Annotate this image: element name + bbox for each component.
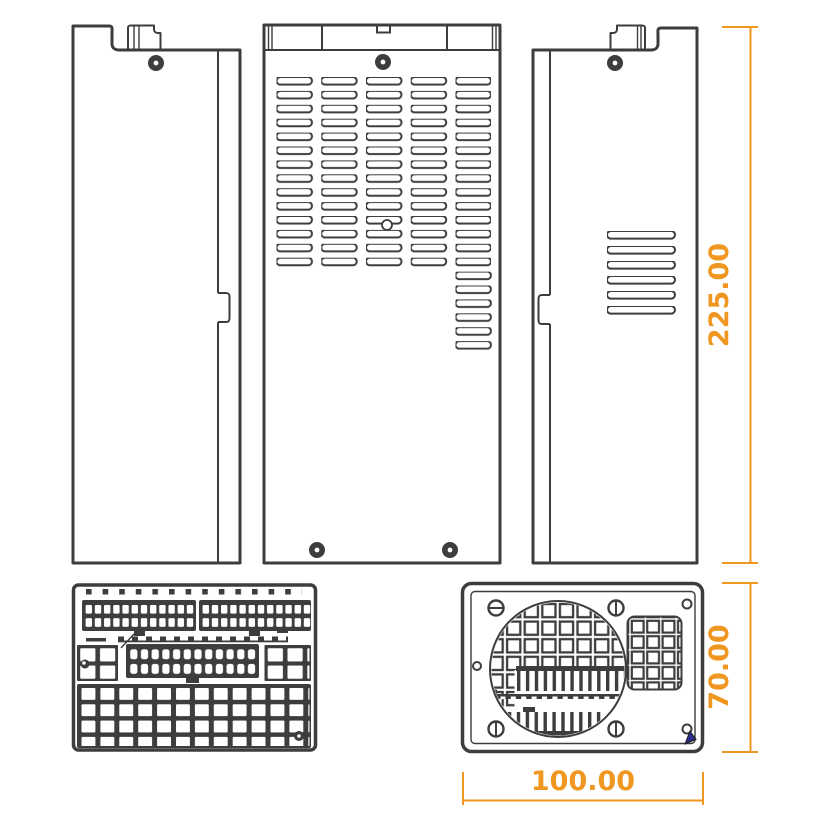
fan-opening	[489, 600, 627, 738]
dimension-height-label: 225.00	[704, 243, 735, 347]
modular-connector-right	[199, 600, 312, 631]
top-clip-tab	[127, 24, 162, 50]
clip-bump	[537, 294, 550, 325]
vent-slots	[607, 231, 677, 321]
vent-hole-grid-main	[77, 684, 311, 748]
dimension-depth-label: 70.00	[704, 624, 735, 709]
dimension-depth: 70.00	[704, 582, 758, 753]
fan-screw	[487, 599, 505, 617]
screw-hole	[607, 55, 623, 71]
vent-hole-grid-right	[264, 645, 311, 681]
tooling-hole	[381, 219, 393, 231]
top-notch	[376, 24, 391, 34]
view-fan-panel	[460, 581, 705, 754]
vent-hole-grid-left	[77, 645, 118, 681]
top-serration	[86, 589, 302, 595]
fan-screw	[607, 720, 625, 738]
edge-hole	[681, 723, 693, 735]
cursor-arrow-icon	[684, 729, 697, 745]
screw-hole	[442, 542, 458, 558]
mini-vent-grid	[626, 615, 683, 691]
dimension-width-label: 100.00	[531, 766, 635, 797]
mid-serration	[118, 636, 288, 642]
modular-connector-left	[82, 600, 196, 631]
vent-slot-grid	[276, 77, 491, 267]
view-connector-panel	[71, 583, 318, 752]
fan-screw	[487, 720, 505, 738]
clip-bump	[218, 292, 231, 323]
edge-hole	[681, 598, 693, 610]
dimension-width: 100.00	[462, 766, 704, 805]
screw-hole	[148, 55, 164, 71]
dimension-height: 225.00	[704, 26, 758, 564]
screw-hole	[375, 54, 391, 70]
edge-hole	[472, 661, 482, 671]
vent-slot-column-extension	[455, 271, 492, 350]
top-clip-tab	[609, 24, 646, 50]
screw-hole	[309, 542, 325, 558]
fan-screw	[607, 599, 625, 617]
view-side-right	[531, 24, 699, 565]
view-top-vented	[262, 23, 502, 565]
atx-24pin-connector	[126, 644, 259, 683]
view-side-left	[71, 24, 242, 565]
